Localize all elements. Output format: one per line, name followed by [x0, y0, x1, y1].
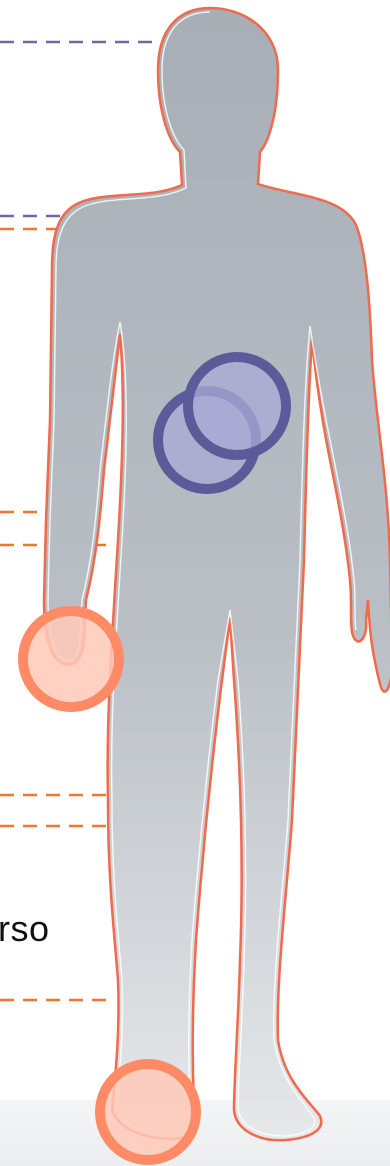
- abdomen-marker-upper: [188, 357, 286, 455]
- foot-marker: [100, 1064, 196, 1160]
- torso-label: rso: [0, 908, 50, 950]
- human-silhouette: [44, 8, 390, 1140]
- hand-marker: [23, 611, 119, 707]
